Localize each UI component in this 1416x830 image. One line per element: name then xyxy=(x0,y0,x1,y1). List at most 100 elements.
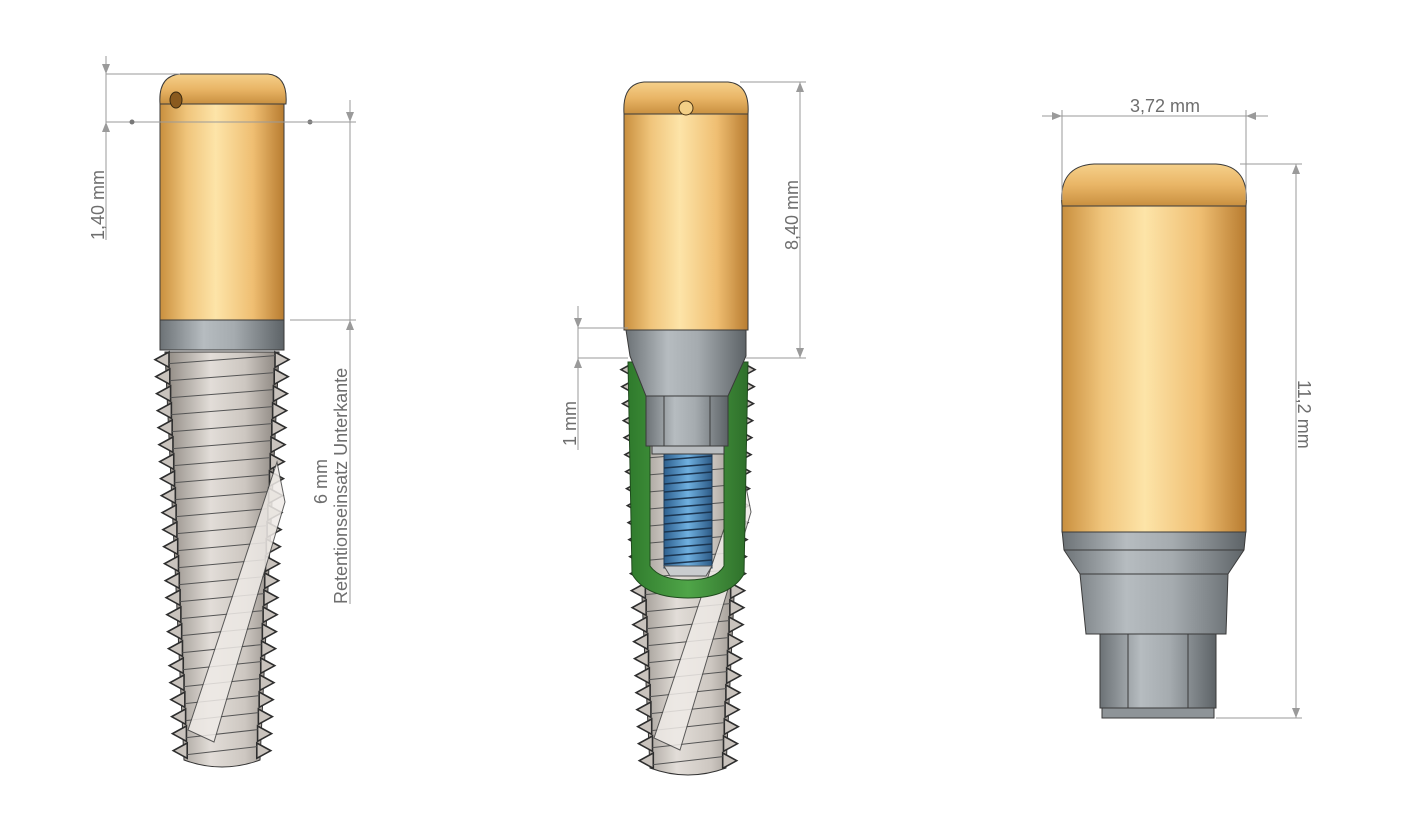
thread-ridge xyxy=(155,401,173,420)
thread-ridge xyxy=(161,520,178,539)
screw-thread-line xyxy=(663,511,713,517)
screw-thread-line xyxy=(663,471,713,477)
thread-ridge xyxy=(260,639,278,658)
view-implant-section: 8,40 mm 1 mm xyxy=(560,81,806,776)
thread-ridge xyxy=(727,632,744,651)
thread-ridge xyxy=(725,683,742,702)
thread-groove xyxy=(171,406,273,416)
thread-groove xyxy=(174,474,270,484)
abutment-washer xyxy=(651,445,725,455)
thread-ridge xyxy=(255,741,273,760)
screw-thread-line xyxy=(663,487,713,493)
thread-ridge xyxy=(725,666,743,685)
thread-ridge xyxy=(169,707,187,726)
thread-ridge xyxy=(729,581,747,600)
screw-thread-line xyxy=(663,479,713,485)
screw-thread-line xyxy=(663,455,713,461)
thread-ridge xyxy=(157,435,174,454)
thread-ridge xyxy=(259,673,276,692)
screw-thread-line xyxy=(663,463,713,469)
screw-access-hole xyxy=(678,100,694,116)
thread-groove xyxy=(169,372,275,382)
thread-ridge xyxy=(263,571,281,590)
screw-tip xyxy=(663,565,713,577)
thread-ridge xyxy=(256,724,274,743)
retention-edge-label: 6 mm Retentionseinsatz Unterkante xyxy=(311,368,351,604)
retention-edge-line-1: 6 mm xyxy=(311,459,331,504)
thread-ridge xyxy=(163,571,181,590)
screw-thread-line xyxy=(663,551,713,557)
thread-ridge xyxy=(168,673,185,692)
thread-ridge xyxy=(158,469,176,488)
thread-groove xyxy=(170,389,274,399)
thread-ridge xyxy=(257,707,275,726)
thread-ridge xyxy=(274,350,291,369)
collar-height-label: 1 mm xyxy=(560,401,580,446)
thread-ridge xyxy=(272,384,290,403)
thread-ridge xyxy=(165,605,182,624)
thread-ridge xyxy=(637,751,655,770)
abutment-height-label: 8,40 mm xyxy=(782,180,802,250)
abutment-taper xyxy=(1061,529,1247,635)
thread-groove xyxy=(175,491,269,501)
thread-ridge xyxy=(632,632,649,651)
thread-groove xyxy=(173,457,271,467)
thread-ridge xyxy=(162,537,179,556)
thread-ridge xyxy=(271,401,289,420)
screw-thread-line xyxy=(663,535,713,541)
thread-ridge xyxy=(262,605,279,624)
thread-groove xyxy=(176,508,268,518)
thread-groove xyxy=(176,525,268,535)
thread-ridge xyxy=(630,598,647,617)
abutment-gold-top xyxy=(1061,163,1247,207)
screw-thread-line xyxy=(663,495,713,501)
thread-ridge xyxy=(631,615,648,634)
abutment-cone xyxy=(625,329,747,397)
thread-ridge xyxy=(166,639,184,658)
thread-ridge xyxy=(158,452,175,471)
screw-thread-line xyxy=(663,519,713,525)
screw-thread-line xyxy=(663,559,713,565)
retention-edge-line-2: Retentionseinsatz Unterkante xyxy=(331,368,351,604)
thread-ridge xyxy=(167,656,185,675)
thread-ridge xyxy=(273,367,290,386)
abutment-hex-base xyxy=(1099,631,1217,709)
thread-ridge xyxy=(636,717,653,736)
thread-ridge xyxy=(633,666,651,685)
screw-thread-line xyxy=(663,527,713,533)
thread-ridge xyxy=(165,622,183,641)
thread-groove xyxy=(168,355,276,365)
abutment-gold-body xyxy=(623,105,749,331)
thread-ridge xyxy=(154,384,172,403)
thread-ridge xyxy=(153,350,170,369)
view-abutment-detail: 3,72 mm 11,2 mm xyxy=(1042,96,1314,719)
abutment-gold-cap xyxy=(623,81,749,115)
thread-ridge xyxy=(263,588,280,607)
abutment-hex xyxy=(645,395,729,447)
thread-ridge xyxy=(721,751,739,770)
thread-ridge xyxy=(724,700,741,719)
thread-ridge xyxy=(159,486,177,505)
thread-ridge xyxy=(722,734,740,753)
thread-ridge xyxy=(261,622,279,641)
screw-thread-line xyxy=(663,503,713,509)
thread-ridge xyxy=(629,581,647,600)
thread-ridge xyxy=(270,435,287,454)
thread-ridge xyxy=(636,734,654,753)
thread-ridge xyxy=(156,418,173,437)
thread-ridge xyxy=(162,554,180,573)
thread-groove xyxy=(172,423,272,433)
screw-thread-line xyxy=(663,543,713,549)
thread-ridge xyxy=(729,598,746,617)
thread-groove xyxy=(172,440,272,450)
thread-ridge xyxy=(169,690,186,709)
view-implant-retention: 1,40 mm 6 mm Retentionseinsatz Unterkant… xyxy=(88,56,356,768)
thread-ridge xyxy=(258,690,275,709)
thread-ridge xyxy=(271,418,288,437)
cutting-flute xyxy=(187,460,286,743)
thread-ridge xyxy=(726,649,744,668)
thread-ridge xyxy=(723,717,740,736)
implant-thread-body xyxy=(153,350,291,768)
thread-ridge xyxy=(635,700,652,719)
